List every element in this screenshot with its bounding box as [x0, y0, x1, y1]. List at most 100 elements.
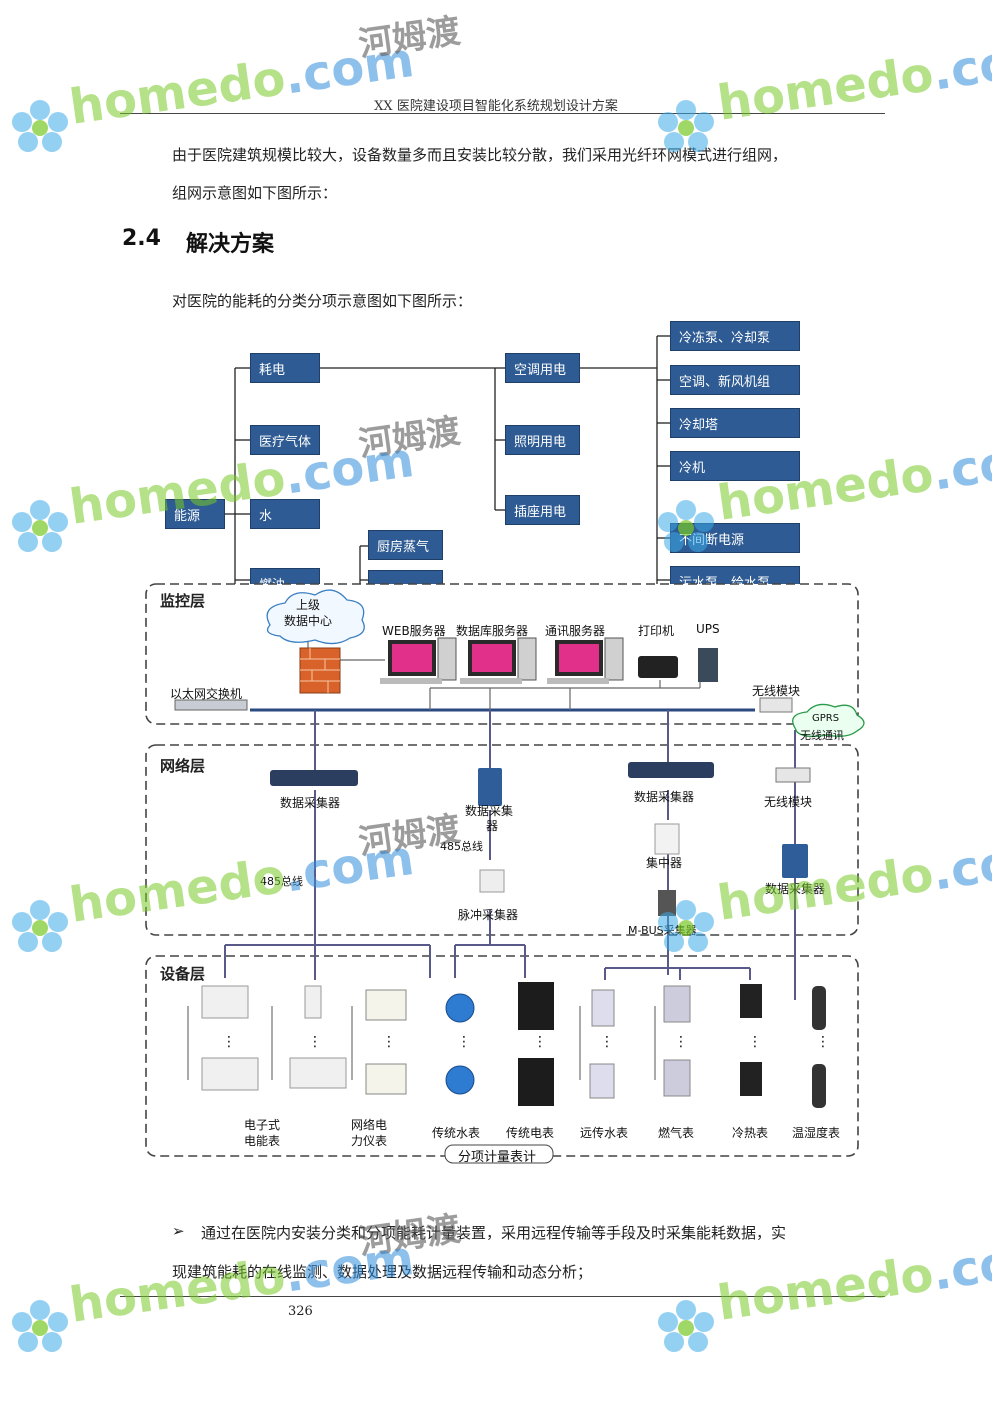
device-layer-label: 设备层	[160, 965, 206, 983]
ellipsis: ⋮	[674, 1034, 688, 1050]
watermark-flower-icon	[658, 100, 714, 152]
ups-label: UPS	[696, 622, 720, 636]
collector-icon	[478, 768, 502, 806]
paragraph-line: 组网示意图如下图所示：	[172, 184, 338, 202]
ellipsis: ⋮	[457, 1034, 471, 1050]
collector-label: 数据采集	[465, 804, 514, 818]
printer-label: 打印机	[638, 624, 675, 638]
device-label: 网络电	[351, 1118, 388, 1132]
concentrator-icon	[654, 823, 680, 855]
tree-node-socket-power: 插座用电	[505, 495, 580, 525]
device-label: 传统水表	[432, 1126, 481, 1140]
watermark-logo-cn: 河姆渡	[356, 11, 463, 65]
collector-label: 数据采集器	[280, 796, 341, 810]
energy-classification-tree: 能源 耗电 医疗气体 水 燃油 空调用电 照明用电 插座用电 厨房蒸气 冷冻泵、…	[155, 318, 855, 584]
watermark-flower-icon	[12, 100, 68, 152]
gprs-label: 无线通讯	[800, 729, 844, 742]
ellipsis: ⋮	[382, 1034, 396, 1050]
section-number: 2.4	[122, 226, 161, 251]
tree-node-power: 耗电	[250, 353, 320, 383]
upper-data-center-label: 数据中心	[284, 614, 333, 628]
printer-icon	[638, 656, 678, 678]
tree-node-pumps: 冷冻泵、冷却泵	[670, 321, 800, 351]
comm-server-label: 通讯服务器	[545, 624, 606, 638]
wireless-module-icon	[775, 767, 811, 783]
collector-icon	[270, 770, 358, 786]
watermark-flower-icon	[658, 900, 714, 952]
network-lines	[145, 583, 865, 1164]
watermark-logo: homedo.com	[714, 1228, 992, 1332]
paragraph-line: 由于医院建筑规模比较大，设备数量多而且安装比较分散，我们采用光纤环网模式进行组网…	[172, 146, 788, 164]
ellipsis: ⋮	[748, 1034, 762, 1050]
mbus-collector-icon	[658, 890, 676, 916]
firewall-icon	[299, 647, 341, 694]
watermark-flower-icon	[12, 1300, 68, 1352]
collector-icon	[628, 762, 714, 778]
watermark-logo: homedo.com	[714, 28, 992, 132]
bus485-label: 485总线	[260, 875, 303, 888]
tree-node-clipped	[368, 570, 443, 584]
device-label: 燃气表	[658, 1126, 695, 1140]
figure-caption: 分项计量表计	[458, 1150, 537, 1165]
bullet-icon: ➢	[172, 1222, 185, 1240]
tree-node-medical-gas: 医疗气体	[250, 425, 320, 455]
tree-node-lighting-power: 照明用电	[505, 425, 580, 455]
device-label: 温湿度表	[792, 1126, 841, 1140]
collector-icon	[782, 844, 808, 878]
section-title: 解决方案	[186, 232, 275, 257]
tree-node-water-pumps: 污水泵、给水泵	[670, 566, 800, 584]
pulse-collector-label: 脉冲采集器	[458, 908, 519, 922]
tree-node-water: 水	[250, 499, 320, 529]
collector-label: 数据采集器	[765, 882, 826, 896]
watermark-logo: homedo.com	[66, 32, 418, 136]
tree-connectors	[205, 335, 670, 584]
tree-node-root: 能源	[165, 499, 225, 529]
tree-node-kitchen-steam: 厨房蒸气	[368, 530, 443, 560]
device-label: 电子式	[244, 1118, 281, 1132]
wireless-module-label: 无线模块	[764, 795, 813, 809]
ellipsis: ⋮	[222, 1034, 236, 1050]
tree-node-ac-power: 空调用电	[505, 353, 580, 383]
db-server-label: 数据库服务器	[456, 624, 529, 638]
header-divider	[120, 113, 885, 114]
tree-node-chiller: 冷机	[670, 451, 800, 481]
monitor-layer-label: 监控层	[160, 592, 206, 610]
wireless-module-label: 无线模块	[752, 684, 801, 698]
ellipsis: ⋮	[600, 1034, 614, 1050]
collector-label: 器	[486, 819, 499, 833]
watermark-flower-icon	[12, 900, 68, 952]
server-computers	[380, 637, 624, 684]
footer-divider	[120, 1296, 885, 1297]
paragraph-line: 对医院的能耗的分类分项示意图如下图所示：	[172, 292, 473, 310]
ethernet-switch-icon	[174, 699, 248, 711]
pulse-collector-icon	[479, 869, 505, 893]
bullet-text: 现建筑能耗的在线监测、数据处理及数据远程传输和动态分析；	[172, 1263, 593, 1281]
concentrator-label: 集中器	[646, 856, 683, 870]
tree-node-fuel: 燃油	[250, 568, 320, 584]
watermark-flower-icon	[658, 500, 714, 552]
ellipsis: ⋮	[533, 1034, 547, 1050]
upper-data-center-label: 上级	[296, 598, 321, 612]
watermark-flower-icon	[12, 500, 68, 552]
collector-label: 数据采集器	[634, 790, 695, 804]
web-server-label: WEB服务器	[382, 624, 446, 638]
network-layer-label: 网络层	[160, 757, 206, 775]
ups-icon	[698, 648, 718, 682]
device-label: 电能表	[244, 1134, 281, 1148]
document-header-title: XX 医院建设项目智能化系统规划设计方案	[374, 99, 618, 114]
page-number: 326	[288, 1304, 313, 1319]
ethernet-switch-label: 以太网交换机	[170, 687, 243, 701]
tree-node-ac-units: 空调、新风机组	[670, 365, 800, 395]
watermark-flower-icon	[658, 1300, 714, 1352]
tree-node-cooling-tower: 冷却塔	[670, 408, 800, 438]
ellipsis: ⋮	[308, 1034, 322, 1050]
network-architecture-diagram: 监控层 网络层 设备层 上级 数据中心 WEB服务器 数据库服务器 通讯服务器 …	[140, 580, 865, 1165]
device-label: 传统电表	[506, 1126, 555, 1140]
device-label: 冷热表	[732, 1126, 769, 1140]
bus485-label: 485总线	[440, 840, 483, 853]
bullet-text: 通过在医院内安装分类和分项能耗计量装置，采用远程传输等手段及时采集能耗数据，实	[201, 1224, 787, 1242]
wireless-module-icon	[759, 697, 793, 713]
device-label: 远传水表	[580, 1126, 629, 1140]
ellipsis: ⋮	[816, 1034, 830, 1050]
gprs-label: GPRS	[812, 713, 840, 724]
